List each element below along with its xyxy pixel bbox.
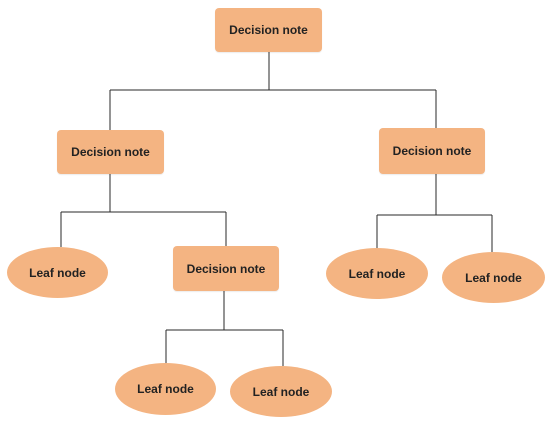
left-leaf-node: Leaf node	[7, 247, 108, 298]
left-decision-node: Decision note	[57, 130, 164, 174]
left-decision-label: Decision note	[71, 145, 150, 159]
root-decision-label: Decision note	[229, 23, 308, 37]
left-leaf-label: Leaf node	[29, 265, 86, 280]
right-leaf-left-node: Leaf node	[326, 248, 428, 299]
middle-decision-node: Decision note	[173, 246, 279, 291]
right-leaf-left-label: Leaf node	[348, 266, 406, 281]
right-leaf-right-label: Leaf node	[465, 270, 522, 285]
right-decision-node: Decision note	[379, 128, 485, 174]
root-decision-node: Decision note	[215, 8, 322, 52]
middle-decision-label: Decision note	[186, 261, 266, 276]
bottom-leaf-left-node: Leaf node	[115, 363, 216, 415]
bottom-leaf-left-label: Leaf node	[137, 382, 194, 396]
right-decision-label: Decision note	[392, 144, 472, 158]
bottom-leaf-right-node: Leaf node	[230, 366, 332, 417]
right-leaf-right-node: Leaf node	[442, 252, 545, 303]
bottom-leaf-right-label: Leaf node	[252, 384, 310, 399]
